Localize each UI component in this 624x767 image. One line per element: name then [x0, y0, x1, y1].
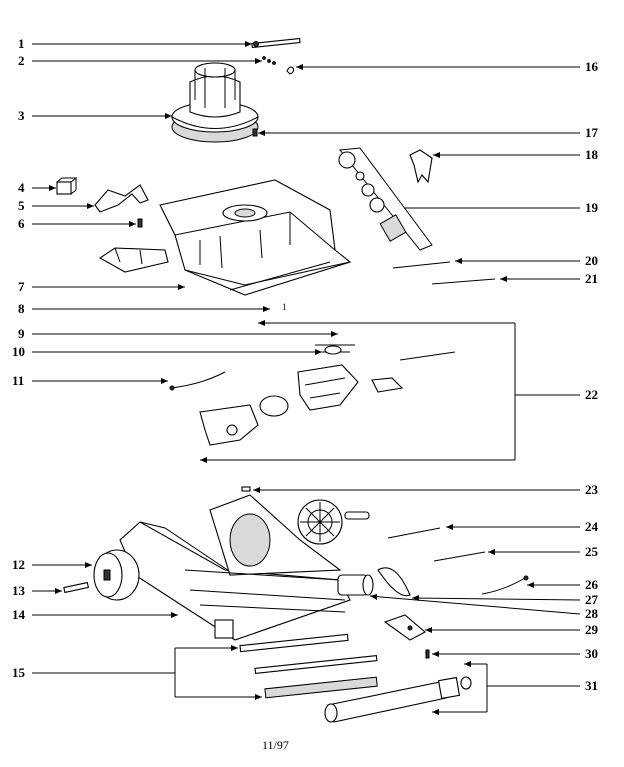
- part-6-drawing: [137, 218, 143, 228]
- part-26-drawing: [481, 575, 529, 595]
- part-20-drawing: [392, 261, 451, 269]
- callout-2: 2: [18, 53, 25, 68]
- rear-wheel-drawing: [297, 499, 370, 545]
- callout-11: 11: [12, 373, 24, 388]
- callout-7: 7: [18, 279, 25, 294]
- part-13-drawing: [63, 581, 90, 594]
- part-17-drawing: [252, 128, 258, 137]
- date-code: 11/97: [262, 738, 289, 752]
- callout-23: 23: [585, 482, 599, 497]
- part-1-drawing: [251, 37, 301, 49]
- callout-22: 22: [585, 387, 598, 402]
- callout-19: 19: [585, 200, 599, 215]
- part-29-drawing: [383, 614, 426, 641]
- callout-18: 18: [585, 147, 599, 162]
- part-7-housing-drawing: [159, 179, 352, 296]
- callout-17: 17: [585, 125, 599, 140]
- part-28-drawing: [337, 574, 374, 596]
- callout-13: 13: [12, 583, 26, 598]
- part-30-tag: 1: [424, 650, 429, 660]
- callout-31: 31: [585, 678, 598, 693]
- callout-5: 5: [18, 198, 25, 213]
- callout-4: 4: [18, 180, 25, 195]
- part-27-belt-drawing: [377, 567, 411, 597]
- callout-26: 26: [585, 577, 599, 592]
- callout-14: 14: [12, 607, 26, 622]
- callout-29: 29: [585, 622, 599, 637]
- part-24-drawing: [387, 527, 441, 539]
- part-12-wheel-drawing: [93, 549, 140, 601]
- callout-10: 10: [12, 344, 25, 359]
- part-4-drawing: [56, 177, 78, 195]
- callout-3: 3: [18, 108, 25, 123]
- part-11-drawing: [169, 371, 226, 391]
- callout-20: 20: [585, 253, 598, 268]
- callout-1: 1: [18, 36, 25, 51]
- part-31-brushroll-drawing: [324, 676, 472, 723]
- callout-9: 9: [18, 326, 25, 341]
- handle-piece-drawing: [98, 247, 169, 273]
- part-18-drawing: [409, 149, 433, 184]
- callout-6: 6: [18, 216, 25, 231]
- callout-24: 24: [585, 519, 599, 534]
- callout-21: 21: [585, 271, 598, 286]
- part-5-drawing: [94, 184, 149, 213]
- leader-lines: [32, 41, 581, 715]
- callout-12: 12: [12, 557, 25, 572]
- part-15-bars-drawing: [239, 633, 378, 699]
- part-25-drawing: [433, 551, 486, 562]
- part-2-drawing: [262, 56, 276, 65]
- callout-numbers: 1 2 3 4 5 6 7 8 9 10 11 12 13 14 15 16 1…: [12, 36, 599, 693]
- callout-16: 16: [585, 59, 599, 74]
- part-23-drawing: [241, 486, 251, 492]
- callout-15: 15: [12, 665, 26, 680]
- callout-25: 25: [585, 544, 599, 559]
- part-21-drawing: [431, 278, 496, 285]
- callout-28: 28: [585, 606, 599, 621]
- part-22-group-drawing: [199, 344, 456, 446]
- part-8-tag: 1: [282, 302, 287, 312]
- part-19-drawing: [338, 147, 433, 251]
- part-30-drawing: [425, 649, 430, 659]
- callout-8: 8: [18, 301, 25, 316]
- part-14-base-drawing: [119, 494, 351, 641]
- callout-30: 30: [585, 646, 598, 661]
- part-3-motor-drawing: [171, 62, 259, 143]
- part-16-drawing: [286, 66, 295, 75]
- part-10-drawing: [324, 345, 342, 355]
- callout-27: 27: [585, 592, 599, 607]
